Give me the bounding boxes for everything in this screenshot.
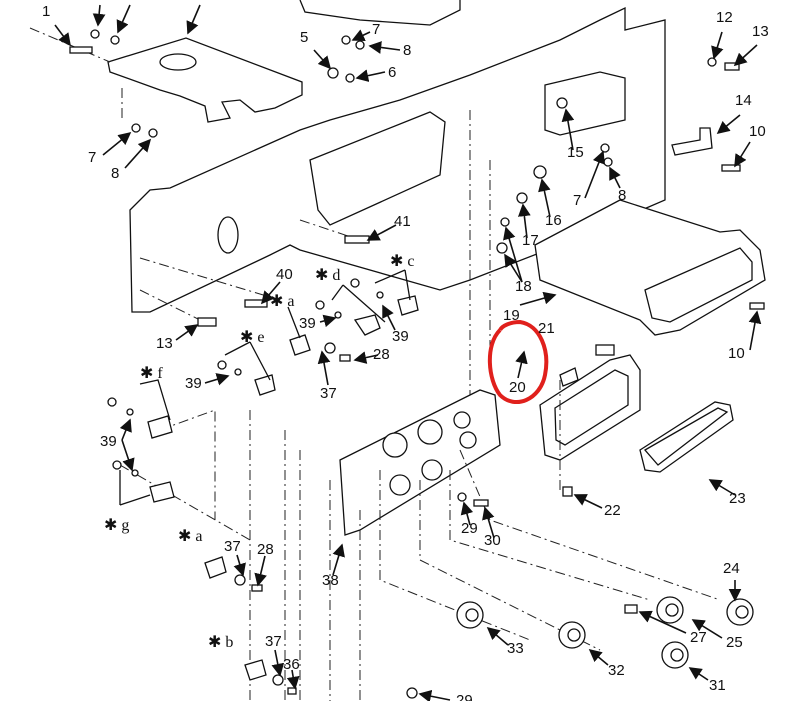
callout-label: 29	[461, 520, 478, 537]
variant-brackets	[119, 269, 411, 506]
callout-label: 28	[257, 541, 274, 558]
air-duct	[534, 199, 766, 336]
gasket	[639, 401, 734, 473]
callout-label: 24	[723, 560, 740, 577]
callout-label: 41	[394, 213, 411, 230]
callout-label: 32	[608, 662, 625, 679]
callout-label: 30	[484, 532, 501, 549]
callout-label: 7	[573, 192, 582, 209]
callout-label: 28	[373, 346, 390, 363]
callout-label: 40	[276, 266, 293, 283]
callout-label: 20	[509, 379, 526, 396]
callout-label: 5	[300, 29, 309, 46]
callout-label: 31	[709, 677, 726, 694]
callout-label: 13	[156, 335, 173, 352]
callout-label: 7	[88, 149, 97, 166]
callout-label: 10	[728, 345, 745, 362]
callout-label: 39	[392, 328, 409, 345]
gauges	[456, 596, 754, 669]
callout-label: 33	[507, 640, 524, 657]
callout-label: 23	[729, 490, 746, 507]
callout-arrows	[54, 4, 762, 701]
callout-label: 16	[545, 212, 562, 229]
top-cover-plate	[29, 27, 303, 123]
variant-label: ✱ e	[240, 329, 265, 346]
callout-label: 21	[538, 320, 555, 337]
instrument-cluster-panel	[339, 389, 501, 536]
callout-label: 27	[690, 629, 707, 646]
variant-label: ✱ d	[315, 267, 341, 284]
callout-label: 22	[604, 502, 621, 519]
callout-label: 38	[322, 572, 339, 589]
callout-label: 39	[299, 315, 316, 332]
callout-label: 14	[735, 92, 752, 109]
variant-label: ✱ b	[208, 634, 234, 651]
variant-label: ✱ c	[390, 253, 415, 270]
callout-label: 18	[515, 278, 532, 295]
variant-label: ✱ f	[140, 365, 163, 382]
main-instrument-support-panel	[129, 6, 666, 400]
callout-label: 13	[752, 23, 769, 40]
callout-label: 37	[224, 538, 241, 555]
callout-label: 39	[185, 375, 202, 392]
callout-label: 8	[111, 165, 120, 182]
duct-bezel	[539, 354, 641, 461]
callout-label: 37	[320, 385, 337, 402]
callout-label: 7	[372, 21, 381, 38]
callout-label: 37	[265, 633, 282, 650]
callout-label: 19	[503, 307, 520, 324]
callout-label: 36	[283, 656, 300, 673]
callout-label: 25	[726, 634, 743, 651]
hardware-fasteners	[69, 29, 765, 699]
highlight-circle	[487, 319, 549, 405]
callout-label: 10	[749, 123, 766, 140]
callout-label: 6	[388, 64, 397, 81]
callout-label: 1	[42, 3, 51, 20]
upper-plate	[299, 0, 461, 26]
variant-label: ✱ a	[178, 528, 203, 545]
callout-label: 15	[567, 144, 584, 161]
callout-label: 8	[618, 187, 627, 204]
callout-label: 29	[456, 692, 473, 701]
guide-lines	[119, 380, 721, 701]
callout-label: 12	[716, 9, 733, 26]
callout-label: 8	[403, 42, 412, 59]
variant-label: ✱ a	[270, 293, 295, 310]
variant-label: ✱ g	[104, 517, 130, 534]
callout-label: 39	[100, 433, 117, 450]
callout-label: 17	[522, 232, 539, 249]
